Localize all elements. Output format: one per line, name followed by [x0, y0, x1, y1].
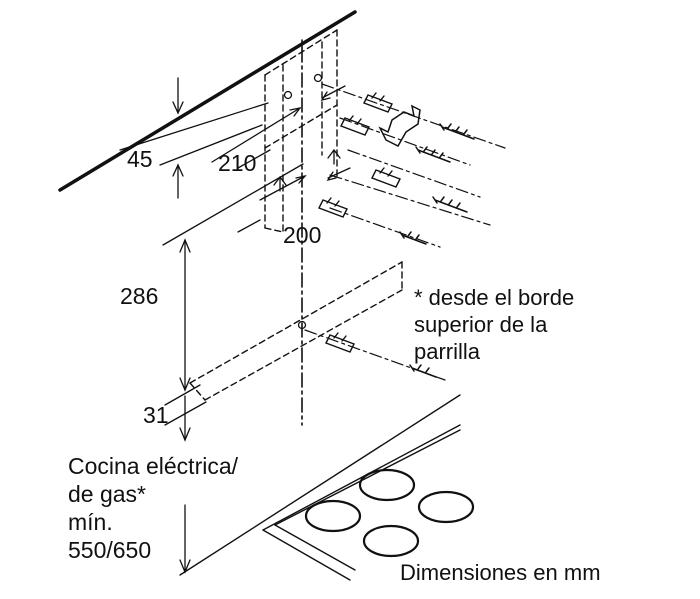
- note-line-2: superior de la: [414, 312, 548, 337]
- ceiling-line: [58, 10, 357, 192]
- wall-bracket: [378, 104, 421, 147]
- wall-plugs: [318, 92, 401, 353]
- screws: [399, 123, 475, 378]
- dim-210-lines: [211, 85, 346, 169]
- cooktop-outline: [179, 394, 461, 581]
- cooktop-line-1: Cocina eléctrica/: [68, 453, 239, 479]
- dim-286-label: 286: [120, 283, 159, 309]
- cooktop-line-2: de gas*: [68, 481, 147, 507]
- cooktop-clearance-label: Cocina eléctrica/ de gas* mín. 550/650: [68, 452, 238, 564]
- cooktop-line-3: mín.: [68, 509, 113, 535]
- dim-45-lines: [119, 77, 269, 199]
- dim-210-label: 210: [218, 150, 257, 176]
- cooktop-line-4: 550/650: [68, 537, 152, 563]
- dim-31-label: 31: [143, 402, 169, 428]
- cooktop-burners: [304, 468, 475, 558]
- dim-200-lines: [237, 167, 351, 233]
- dim-286-lines: [162, 163, 304, 392]
- dim-31-lines: [164, 384, 207, 442]
- hood-canopy: [189, 261, 403, 401]
- units-footer: Dimensiones en mm: [400, 560, 601, 585]
- note-line-1: * desde el borde: [414, 285, 575, 310]
- dim-45-label: 45: [127, 146, 153, 172]
- mounting-holes: [273, 73, 341, 330]
- grid-edge-note: * desde el borde superior de la parrilla: [414, 284, 574, 365]
- dim-min-height-lines: [179, 504, 191, 574]
- note-line-3: parrilla: [414, 339, 481, 364]
- dim-200-label: 200: [283, 222, 322, 248]
